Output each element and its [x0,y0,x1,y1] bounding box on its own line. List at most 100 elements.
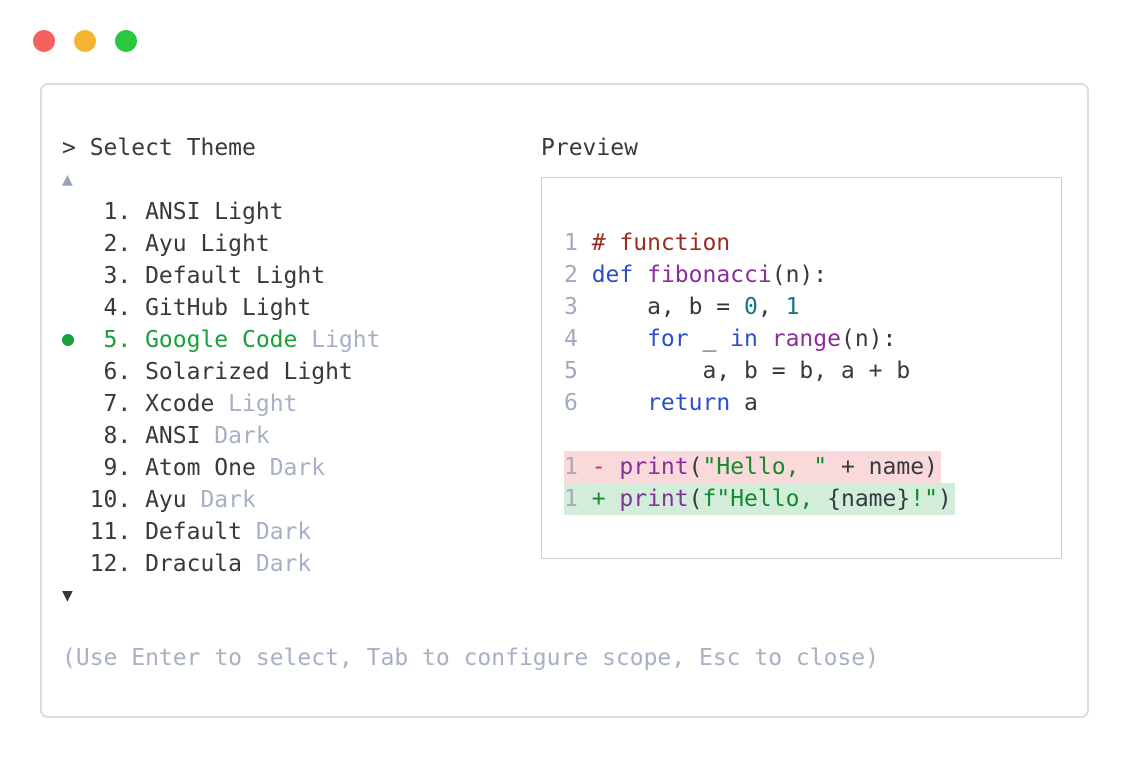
code-token: def [591,262,634,288]
theme-name: Ayu [145,487,187,513]
code-token: + [591,486,620,512]
diff-line-removed: 1- print("Hello, " + name) [564,451,1061,483]
code-token [592,326,647,352]
maximize-window-icon[interactable] [115,30,137,52]
theme-name: Solarized [145,359,270,385]
code-token: ) [937,486,952,512]
bullet-slot [62,196,90,228]
theme-number: 1. [103,199,132,225]
code-token: + name) [827,454,938,480]
bullet-slot [62,228,90,260]
code-token: # function [591,230,731,256]
code-token: a, b = [591,294,745,320]
code-line: 4 for _ in range(n): [564,323,1061,355]
theme-name: Dracula [145,551,242,577]
theme-variant: Light [214,199,284,225]
code-token [592,390,647,416]
bullet-slot [62,356,90,388]
code-token: for [647,326,689,352]
code-token: ( [688,454,703,480]
theme-option-11[interactable]: 11. Default Dark [62,516,541,548]
bullet-slot [62,516,90,548]
theme-variant: Dark [269,455,326,481]
line-number: 3 [564,294,578,320]
minimize-window-icon[interactable] [74,30,96,52]
theme-variant: Light [283,359,353,385]
footer-hint: (Use Enter to select, Tab to configure s… [62,645,879,671]
code-token [758,326,772,352]
code-token: return [647,390,731,416]
theme-name: Default [145,519,242,545]
code-token: a, b = b, a + b [591,358,911,384]
line-number: 1 [564,486,578,512]
bullet-slot [62,548,90,580]
code-token: range [771,326,841,352]
code-token: !" [910,486,938,512]
code-token: , [757,294,786,320]
code-token: f"Hello, [702,486,828,512]
selected-bullet-icon [62,324,90,356]
theme-number: 11. [89,519,132,545]
scroll-up-icon[interactable]: ▲ [62,169,73,190]
theme-name: Google Code [145,327,298,353]
theme-number: 12. [89,551,132,577]
bullet-slot [62,260,90,292]
theme-variant: Light [200,231,270,257]
code-line: 5 a, b = b, a + b [564,355,1061,387]
theme-name: GitHub [145,295,229,321]
theme-number: 8. [103,423,132,449]
dialog-header: > Select Theme Preview [62,132,1067,164]
code-token: {name} [827,486,911,512]
code-token: 1 [785,294,800,320]
code-token: 0 [744,294,758,320]
close-window-icon[interactable] [33,30,55,52]
window-controls [33,30,137,52]
bullet-slot [62,452,90,484]
code-token: _ [688,326,731,352]
line-number: 1 [564,454,578,480]
theme-variant: Dark [255,519,312,545]
theme-number: 2. [103,231,132,257]
dialog-title: > Select Theme [62,135,256,161]
theme-name: Xcode [145,391,215,417]
diff-line-added: 1+ print(f"Hello, {name}!") [564,483,1061,515]
theme-name: ANSI [145,423,201,449]
code-token: (n): [771,262,828,288]
theme-variant: Dark [214,423,270,449]
theme-number: 3. [103,263,132,289]
code-token: a [730,390,758,416]
line-number: 4 [564,326,578,352]
code-line: 6 return a [564,387,1061,419]
code-token: (n): [840,326,897,352]
line-number: 5 [564,358,578,384]
code-token: - [591,454,620,480]
theme-variant: Light [228,391,298,417]
theme-name: Default [145,263,242,289]
theme-variant: Light [311,327,381,353]
theme-name: Ayu [145,231,187,257]
theme-option-8[interactable]: 8. ANSI Dark [62,420,541,452]
code-token: print [619,454,689,480]
theme-name: ANSI [145,199,201,225]
theme-name: Atom One [145,455,256,481]
theme-number: 4. [103,295,132,321]
theme-option-2[interactable]: 2. Ayu Light [62,228,541,260]
code-token: fibonacci [647,262,772,288]
scroll-down-icon[interactable]: ▼ [62,585,73,606]
theme-option-1[interactable]: 1. ANSI Light [62,196,541,228]
